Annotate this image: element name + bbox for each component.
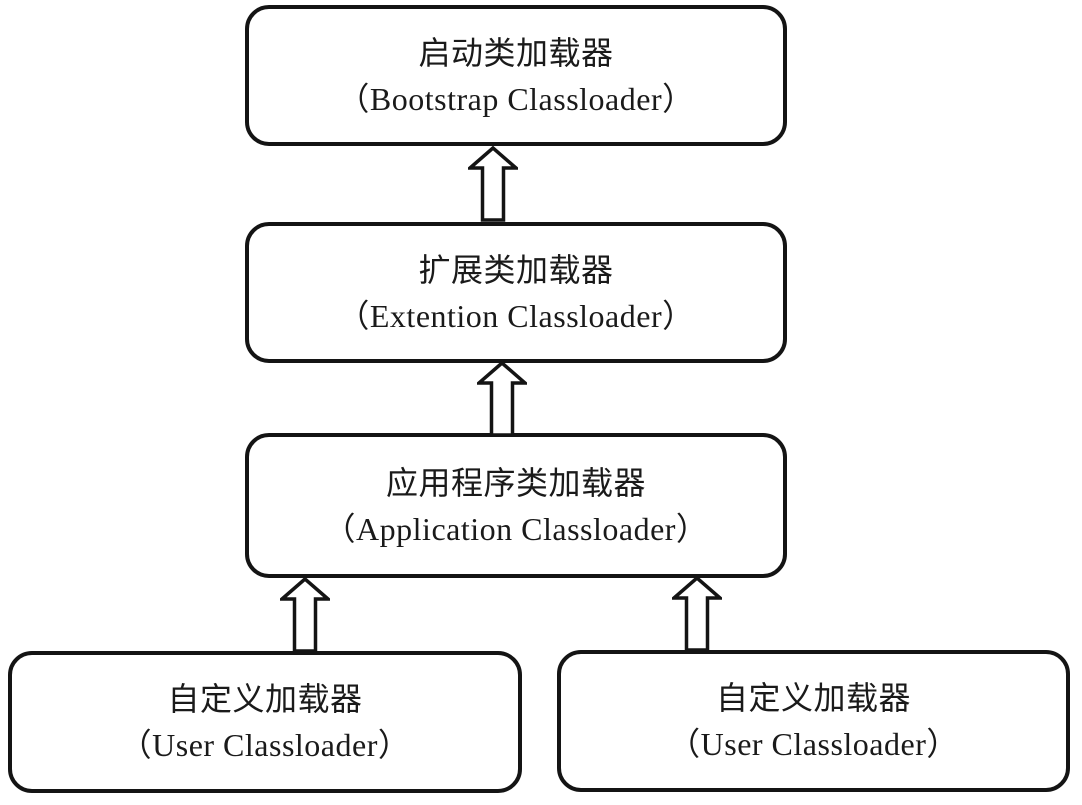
node-extension-classloader: 扩展类加载器 （Extention Classloader） [245, 222, 787, 363]
node-user-classloader-left: 自定义加载器 （User Classloader） [8, 651, 522, 793]
node-label-en: （Application Classloader） [323, 510, 709, 547]
node-label-cn: 扩展类加载器 [418, 251, 614, 288]
node-label-en: （User Classloader） [119, 727, 411, 763]
node-user-classloader-right: 自定义加载器 （User Classloader） [557, 650, 1070, 792]
node-application-classloader: 应用程序类加载器 （Application Classloader） [245, 433, 787, 578]
node-label-cn: 自定义加载器 [167, 681, 363, 717]
node-label-en: （Bootstrap Classloader） [337, 80, 695, 117]
node-label-en: （Extention Classloader） [337, 297, 695, 334]
node-label-cn: 应用程序类加载器 [385, 464, 646, 501]
node-bootstrap-classloader: 启动类加载器 （Bootstrap Classloader） [245, 5, 787, 146]
up-arrow-icon [280, 577, 330, 653]
node-label-en: （User Classloader） [668, 726, 959, 762]
up-arrow-icon [468, 146, 518, 222]
node-label-cn: 启动类加载器 [418, 34, 614, 71]
up-arrow-icon [477, 361, 527, 437]
up-arrow-icon [672, 576, 722, 652]
node-label-cn: 自定义加载器 [715, 680, 911, 716]
